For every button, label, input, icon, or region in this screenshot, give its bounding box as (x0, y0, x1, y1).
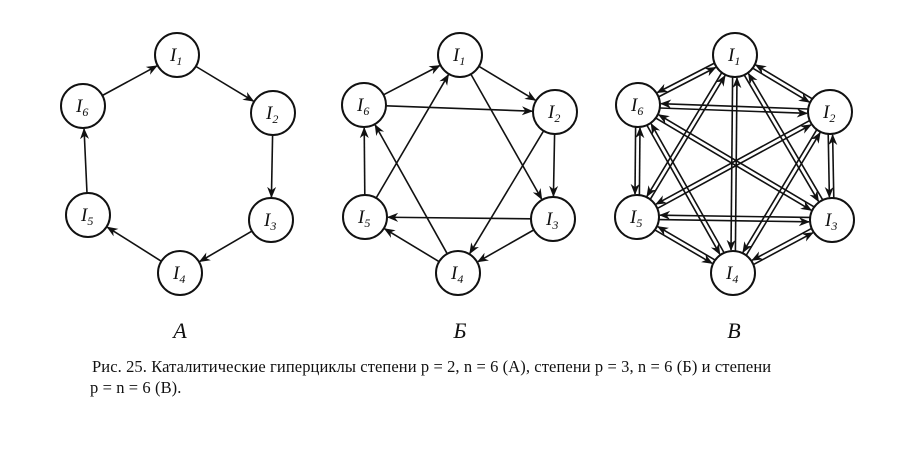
node-I6: I6 (615, 82, 661, 128)
node-I1: I1 (712, 32, 758, 78)
edge-I6-I2 (659, 107, 809, 118)
edge-I3-I4 (198, 230, 253, 263)
edge-I2-I3 (267, 134, 277, 199)
edge-I2-I4 (469, 130, 545, 255)
edge-I5-I6 (635, 126, 645, 196)
edge-I5-I6 (359, 126, 369, 196)
edge-I1-I3 (743, 74, 820, 203)
edge-I5-I3 (658, 217, 811, 227)
edge-I6-I1 (383, 64, 441, 96)
edge-I2-I3 (549, 133, 559, 198)
node-I6: I6 (60, 83, 106, 129)
edge-I4-I6 (650, 122, 725, 254)
node-I1: I1 (154, 32, 200, 78)
node-I3: I3 (248, 197, 294, 243)
node-I5: I5 (65, 192, 111, 238)
panel-label-c: В (727, 318, 741, 343)
node-I2: I2 (532, 89, 578, 135)
edge-I1-I2 (478, 65, 537, 101)
edge-I3-I1 (747, 72, 824, 201)
node-I5: I5 (614, 194, 660, 240)
caption-line-2: p = n = 6 (В). (90, 378, 182, 397)
edge-I6-I1 (101, 65, 158, 97)
edge-I1-I3 (470, 73, 543, 200)
figure-caption: Рис. 25. Каталитические гиперциклы степе… (90, 356, 882, 398)
edge-I6-I2 (385, 105, 534, 116)
panel-label-a: A (173, 318, 187, 343)
edge-I2-I3 (824, 134, 834, 199)
edge-I2-I1 (754, 64, 813, 100)
node-I5: I5 (342, 194, 388, 240)
node-I4: I4 (710, 250, 756, 296)
edge-I4-I5 (106, 226, 162, 262)
edge-I3-I5 (386, 212, 532, 222)
node-I2: I2 (250, 90, 296, 136)
node-I3: I3 (809, 197, 855, 243)
edge-I6-I4 (646, 124, 721, 256)
node-I3: I3 (530, 196, 576, 242)
node-I2: I2 (807, 89, 853, 135)
edge-I3-I2 (828, 133, 838, 198)
node-I4: I4 (435, 250, 481, 296)
edge-I1-I2 (195, 65, 255, 102)
edge-I3-I4 (751, 227, 812, 261)
edge-I2-I6 (659, 99, 809, 110)
edge-I2-I5 (655, 119, 811, 205)
edge-I5-I1 (375, 73, 450, 199)
edge-I3-I4 (477, 229, 535, 263)
edge-I6-I1 (658, 66, 717, 98)
edge-I5-I4 (654, 229, 713, 265)
edge-I5-I2 (656, 124, 812, 210)
edge-I6-I3 (655, 117, 813, 211)
caption-line-1: Рис. 25. Каталитические гиперциклы степе… (92, 357, 772, 376)
edge-I4-I6 (374, 124, 448, 255)
node-I1: I1 (437, 32, 483, 78)
panel-label-b: Б (453, 318, 467, 343)
edge-I1-I6 (656, 62, 715, 94)
edge-I4-I5 (383, 228, 440, 263)
edge-I4-I1 (732, 76, 742, 252)
edge-I4-I3 (753, 232, 814, 266)
edge-I6-I5 (630, 126, 640, 196)
node-I4: I4 (157, 250, 203, 296)
node-I6: I6 (341, 82, 387, 128)
edge-I5-I6 (80, 127, 89, 194)
edge-I1-I2 (752, 67, 811, 103)
